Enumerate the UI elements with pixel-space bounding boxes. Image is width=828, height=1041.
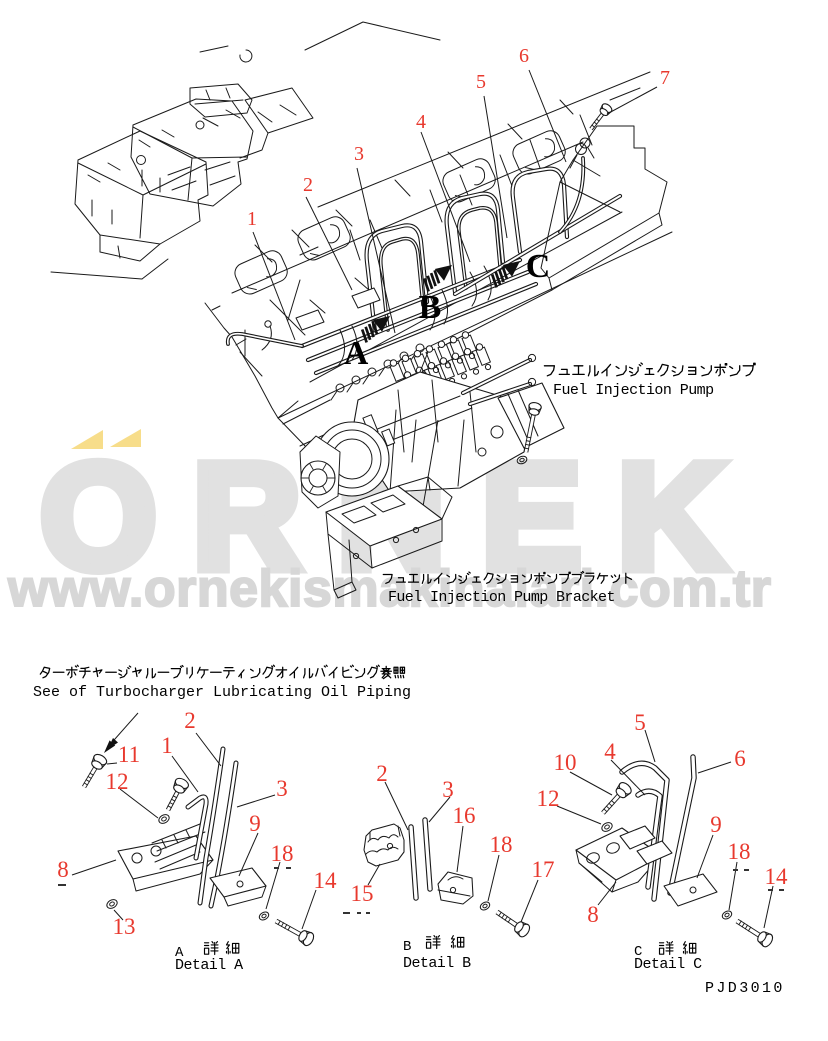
svg-text:5: 5 [476, 71, 486, 93]
svg-text:PJD3010: PJD3010 [705, 980, 785, 997]
svg-text:8: 8 [57, 857, 69, 882]
svg-text:10: 10 [554, 750, 577, 775]
svg-text:6: 6 [519, 45, 529, 67]
svg-text:1: 1 [161, 733, 173, 758]
svg-text:13: 13 [113, 914, 136, 939]
svg-text:C: C [526, 248, 551, 285]
svg-text:3: 3 [276, 776, 288, 801]
svg-text:B: B [419, 289, 442, 326]
svg-text:2: 2 [376, 761, 388, 786]
svg-text:A: A [344, 335, 369, 372]
svg-text:2: 2 [303, 174, 313, 196]
svg-text:18: 18 [490, 832, 513, 857]
svg-text:18: 18 [271, 841, 294, 866]
svg-text:www.ornekismakinalari.com.tr: www.ornekismakinalari.com.tr [7, 560, 771, 618]
svg-text:Detail C: Detail C [634, 956, 702, 973]
svg-text:18: 18 [728, 839, 751, 864]
svg-text:Detail A: Detail A [175, 957, 243, 974]
svg-text:11: 11 [118, 742, 140, 767]
svg-text:9: 9 [710, 812, 722, 837]
svg-text:7: 7 [660, 67, 670, 89]
svg-text:B: B [403, 939, 411, 955]
svg-text:C: C [634, 944, 642, 960]
svg-text:4: 4 [604, 739, 616, 764]
svg-text:A: A [175, 945, 184, 961]
svg-text:14: 14 [314, 868, 338, 893]
svg-text:12: 12 [106, 769, 129, 794]
svg-text:9: 9 [249, 811, 261, 836]
svg-text:4: 4 [416, 111, 426, 133]
svg-text:6: 6 [734, 746, 746, 771]
svg-text:3: 3 [442, 777, 454, 802]
svg-text:Fuel Injection Pump: Fuel Injection Pump [553, 382, 714, 399]
svg-text:5: 5 [634, 710, 646, 735]
svg-text:Fuel Injection Pump Bracket: Fuel Injection Pump Bracket [388, 589, 615, 606]
svg-text:15: 15 [351, 881, 374, 906]
svg-text:17: 17 [532, 857, 555, 882]
svg-text:2: 2 [184, 708, 196, 733]
svg-text:3: 3 [354, 143, 364, 165]
svg-text:8: 8 [587, 902, 599, 927]
svg-text:12: 12 [537, 786, 560, 811]
svg-text:Detail B: Detail B [403, 955, 471, 972]
svg-text:16: 16 [453, 803, 476, 828]
svg-text:14: 14 [765, 864, 789, 889]
svg-text:See of Turbocharger Lubricatin: See of Turbocharger Lubricating Oil Pipi… [33, 684, 411, 701]
svg-text:1: 1 [247, 208, 257, 230]
